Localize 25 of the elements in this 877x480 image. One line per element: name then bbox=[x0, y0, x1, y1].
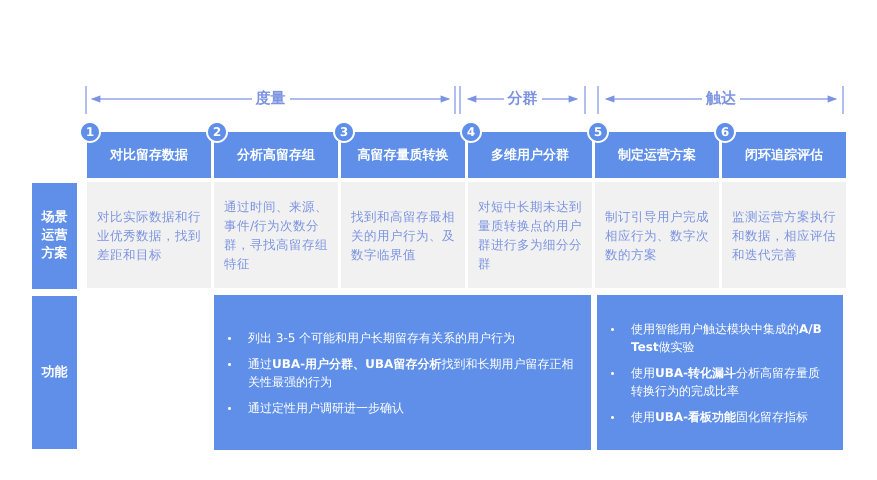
bullet-item: 列出 3-5 个可能和用户长期留存有关系的用户行为 bbox=[226, 328, 516, 346]
scene-cell: 通过时间、来源、事件/行为次数分群，寻找高留存组特征 bbox=[214, 182, 338, 288]
bullet-item: 使用智能用户触达模块中集成的A/B Test做实验 bbox=[609, 320, 831, 356]
scene-cell: 监测运营方案执行和数据，相应评估和迭代完善 bbox=[722, 182, 846, 288]
step-number-badge: 4 bbox=[460, 121, 482, 143]
phase-label: 分群 bbox=[504, 89, 542, 108]
scene-cell: 对短中长期未达到量质转换点的用户群进行多为细分分群 bbox=[468, 182, 592, 288]
bullet-item: 使用UBA-看板功能固化留存指标 bbox=[609, 408, 808, 426]
row-header: 功能 bbox=[32, 296, 77, 449]
bullet-item: 通过UBA-用户分群、UBA留存分析找到和长期用户留存正相关性最强的行为 bbox=[226, 354, 579, 390]
phase-label: 触达 bbox=[702, 89, 740, 108]
bullet-item: 使用UBA-转化漏斗分析高留存量质转换行为的完成比率 bbox=[609, 364, 831, 400]
scene-cell: 找到和高留存最相关的用户行为、及数字临界值 bbox=[341, 182, 465, 288]
row-header: 场景运营方案 bbox=[32, 183, 77, 289]
feature-panel bbox=[214, 295, 591, 450]
bullet-item: 通过定性用户调研进一步确认 bbox=[226, 398, 404, 416]
step-number-badge: 2 bbox=[206, 121, 228, 143]
step-number-badge: 5 bbox=[587, 121, 609, 143]
scene-cell: 制订引导用户完成相应行为、数字次数的方案 bbox=[595, 182, 719, 288]
step-number-badge: 3 bbox=[333, 121, 355, 143]
feature-panel bbox=[597, 295, 843, 450]
phase-label: 度量 bbox=[252, 89, 290, 108]
step-number-badge: 6 bbox=[714, 121, 736, 143]
step-number-badge: 1 bbox=[79, 121, 101, 143]
scene-cell: 对比实际数据和行业优秀数据，找到差距和目标 bbox=[87, 182, 211, 288]
